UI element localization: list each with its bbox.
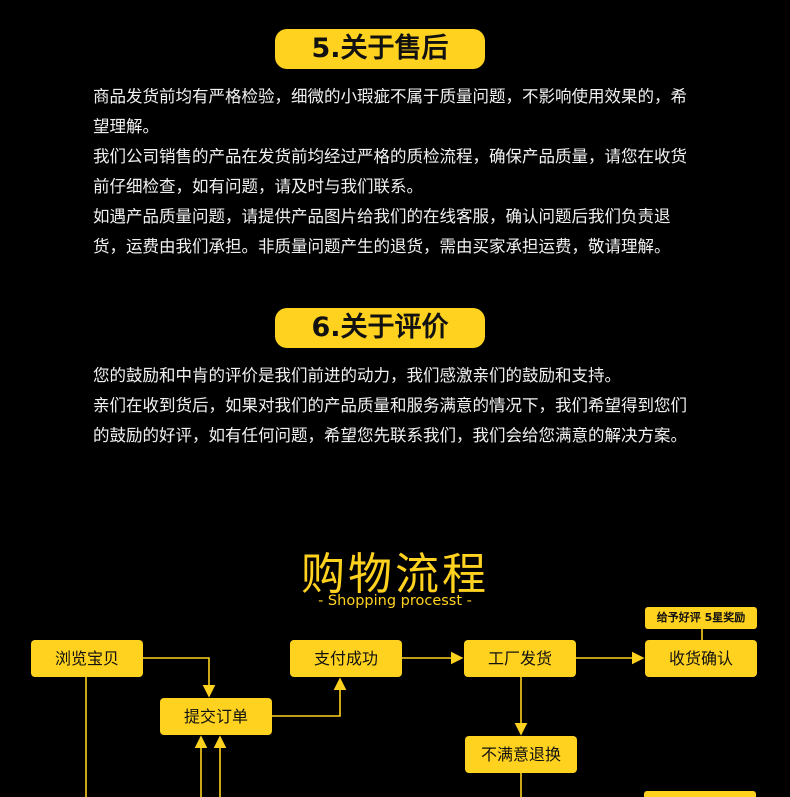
- review-reward-badge: 给予好评 5星奖励: [645, 607, 757, 629]
- step-return-exchange: 不满意退换: [465, 736, 577, 773]
- section5-paragraph-3: 如遇产品质量问题，请提供产品图片给我们的在线客服，确认问题后我们负责退货，运费由…: [93, 207, 671, 256]
- truncated-text-fragment: 语联系。: [93, 0, 159, 8]
- step-factory-ship: 工厂发货: [464, 640, 576, 677]
- step-confirm-receipt: 收货确认: [645, 640, 757, 677]
- flow-title: 购物流程: [301, 549, 489, 600]
- section6-title: 6.关于评价: [275, 308, 485, 348]
- flow-subtitle: - Shopping processt -: [318, 593, 472, 609]
- section5-paragraph-2: 我们公司销售的产品在发货前均经过严格的质检流程，确保产品质量，请您在收货前仔细检…: [93, 147, 687, 196]
- partial-next-box: [644, 791, 756, 797]
- section6-paragraph-1: 您的鼓励和中肯的评价是我们前进的动力，我们感激亲们的鼓励和支持。: [93, 366, 621, 385]
- step-browse: 浏览宝贝: [31, 640, 143, 677]
- section5-paragraph-1: 商品发货前均有严格检验，细微的小瑕疵不属于质量问题，不影响使用效果的，希望理解。: [93, 87, 687, 136]
- step-payment-success: 支付成功: [290, 640, 402, 677]
- section6-paragraph-2: 亲们在收到货后，如果对我们的产品质量和服务满意的情况下，我们希望得到您们的鼓励的…: [93, 396, 687, 445]
- step-submit-order: 提交订单: [160, 698, 272, 735]
- section5-title: 5.关于售后: [275, 29, 485, 69]
